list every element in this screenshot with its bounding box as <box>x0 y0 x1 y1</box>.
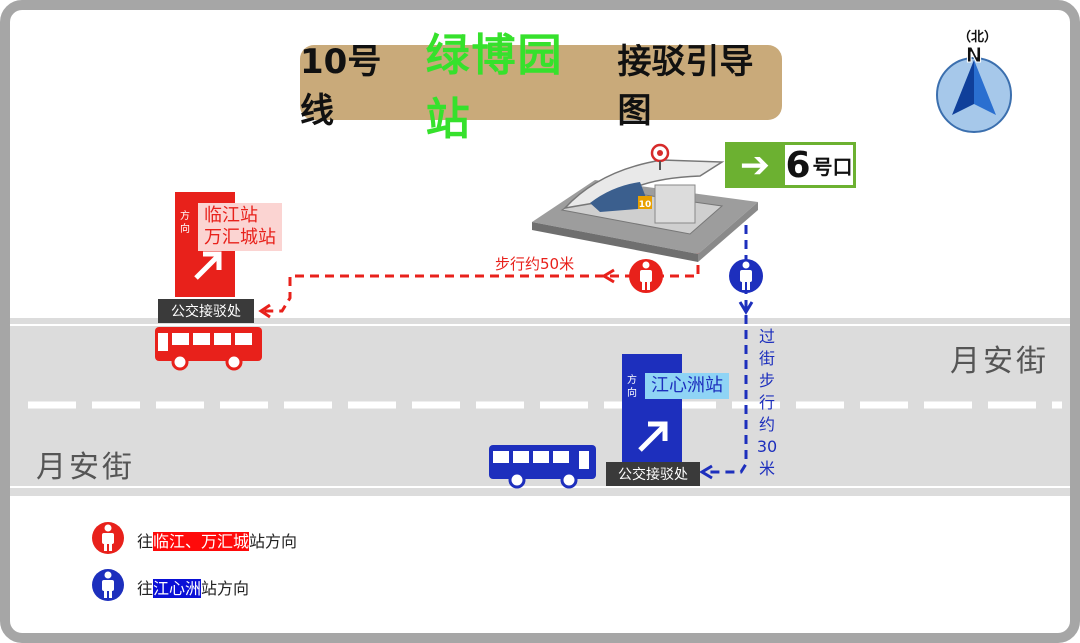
red-sign-direction: 方向 <box>180 211 190 235</box>
legend-blue-prefix: 往 <box>137 579 154 598</box>
legend-blue-suffix: 站方向 <box>201 579 250 598</box>
red-bus-stop-label: 公交接驳处 <box>158 299 254 323</box>
legend-red-highlight: 临江、万汇城 <box>153 532 250 551</box>
svg-text:10: 10 <box>639 200 652 210</box>
blue-walk-route <box>704 225 748 474</box>
walk-distance-red: 步行约50米 <box>495 255 575 273</box>
road-edge-line <box>10 486 1070 488</box>
red-route-arrowhead <box>258 303 271 319</box>
legend-red-suffix: 站方向 <box>249 532 298 551</box>
legend-blue: 往江心洲站方向 <box>137 575 249 599</box>
exit-sign: ➔ 6 号口 <box>725 142 856 188</box>
title-station-name: 绿博园站 <box>425 29 564 145</box>
title-banner: 10号线 绿博园站 接驳引导图 <box>300 30 782 145</box>
svg-text:N: N <box>966 43 983 67</box>
compass-north-label: （北） <box>958 30 998 45</box>
red-route-arrowhead <box>601 268 615 284</box>
street-name-bottom: 月安街 <box>36 450 135 485</box>
red-destinations: 临江站 万汇城站 <box>198 203 282 251</box>
walk-distance-blue: 过街步行约30米 <box>756 327 778 478</box>
blue-bus-icon <box>489 445 596 489</box>
compass-north-icon: N <box>936 43 1012 133</box>
exit-label: 6 号口 <box>785 144 853 186</box>
pedestrian-icon-blue <box>729 259 763 293</box>
legend-pedestrian-icon-red <box>92 522 124 554</box>
red-destination: 万汇城站 <box>204 227 276 248</box>
blue-sign-direction: 方向 <box>627 375 637 399</box>
road-edge-line <box>10 324 1070 326</box>
legend-red-prefix: 往 <box>137 532 154 551</box>
blue-route-arrowhead <box>738 301 754 315</box>
red-walk-route <box>262 250 700 313</box>
street-name-top: 月安街 <box>950 344 1049 379</box>
blue-destination: 江心洲站 <box>651 375 723 396</box>
title-suffix: 接驳引导图 <box>617 41 754 131</box>
blue-route-arrowhead <box>699 464 713 480</box>
exit-suffix: 号口 <box>812 154 853 179</box>
red-bus-icon <box>155 327 262 371</box>
legend-red: 往临江、万汇城站方向 <box>137 528 297 552</box>
legend-pedestrian-icon-blue <box>92 569 124 601</box>
metro-station-building-icon: 10 <box>532 143 758 262</box>
title-line: 10号线 <box>300 41 382 131</box>
legend-blue-highlight: 江心洲 <box>153 579 202 598</box>
right-arrow-icon: ➔ <box>739 144 771 186</box>
exit-number: 6 <box>785 144 811 186</box>
blue-bus-stop-label: 公交接驳处 <box>606 462 700 486</box>
blue-bus-stop-sign <box>622 354 682 462</box>
pedestrian-icon-red <box>629 259 663 293</box>
blue-destinations: 江心洲站 <box>645 373 729 399</box>
red-destination: 临江站 <box>204 205 258 226</box>
